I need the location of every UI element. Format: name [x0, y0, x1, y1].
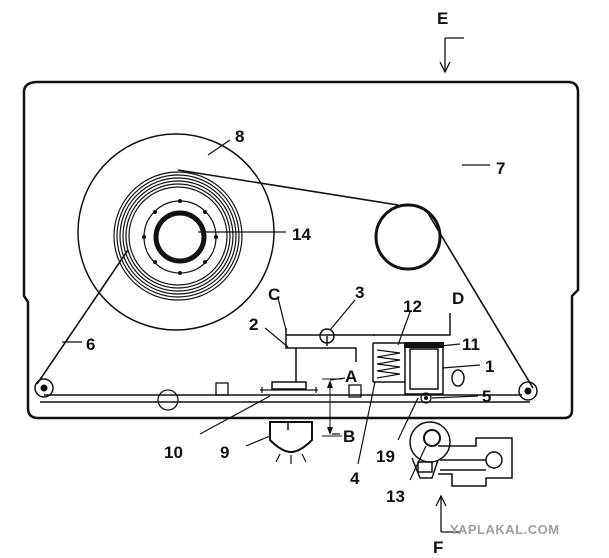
label-13: 13 — [386, 487, 405, 506]
label-1: 1 — [485, 357, 494, 376]
tape-head-pad — [260, 381, 318, 393]
round-hole — [157, 389, 179, 411]
arrow-e — [439, 37, 464, 74]
square-hole-right — [348, 384, 362, 398]
small-wheel — [420, 392, 432, 404]
square-hole-left — [215, 382, 229, 396]
label-8: 8 — [235, 127, 244, 146]
label-9: 9 — [220, 443, 229, 462]
dimension-a-b — [322, 378, 342, 437]
label-7: 7 — [496, 159, 505, 178]
pressure-spring-lever — [285, 328, 375, 382]
label-f: F — [433, 538, 443, 557]
label-a: A — [345, 367, 357, 386]
cassette-housing — [22, 80, 580, 420]
switch-block-bar — [404, 342, 444, 348]
reel-hub-spokes — [142, 199, 218, 275]
label-6: 6 — [86, 335, 95, 354]
label-c: C — [268, 285, 280, 304]
idler-roller — [374, 203, 442, 271]
label-e: E — [437, 9, 448, 28]
label-10: 10 — [164, 443, 183, 462]
label-11: 11 — [462, 335, 480, 354]
tape-pack-windings — [113, 171, 243, 301]
small-wheel-pin — [424, 396, 428, 400]
switch-frame — [373, 313, 451, 336]
switch-block-inner — [409, 348, 439, 390]
guide-roller-left-pin — [40, 384, 48, 392]
leader-lines — [62, 139, 490, 481]
watermark: YAPLAKAL.COM — [450, 522, 560, 537]
arrow-f — [435, 494, 460, 533]
tape-path — [36, 169, 534, 396]
guide-roller-left — [34, 378, 54, 398]
label-4: 4 — [350, 469, 360, 488]
reader-head — [269, 421, 313, 464]
guide-roller-right-pin — [524, 387, 532, 395]
compression-spring — [372, 342, 405, 383]
label-2: 2 — [249, 315, 258, 334]
label-5: 5 — [482, 387, 491, 406]
reel-hub — [153, 210, 207, 264]
external-mechanism — [409, 421, 513, 487]
label-d: D — [452, 289, 464, 308]
label-3: 3 — [355, 283, 364, 302]
label-b: B — [343, 427, 355, 446]
switch-block-pin — [451, 369, 465, 387]
guide-roller-right — [518, 381, 538, 401]
label-19: 19 — [376, 447, 395, 466]
label-14: 14 — [292, 225, 311, 244]
label-12: 12 — [403, 297, 422, 316]
